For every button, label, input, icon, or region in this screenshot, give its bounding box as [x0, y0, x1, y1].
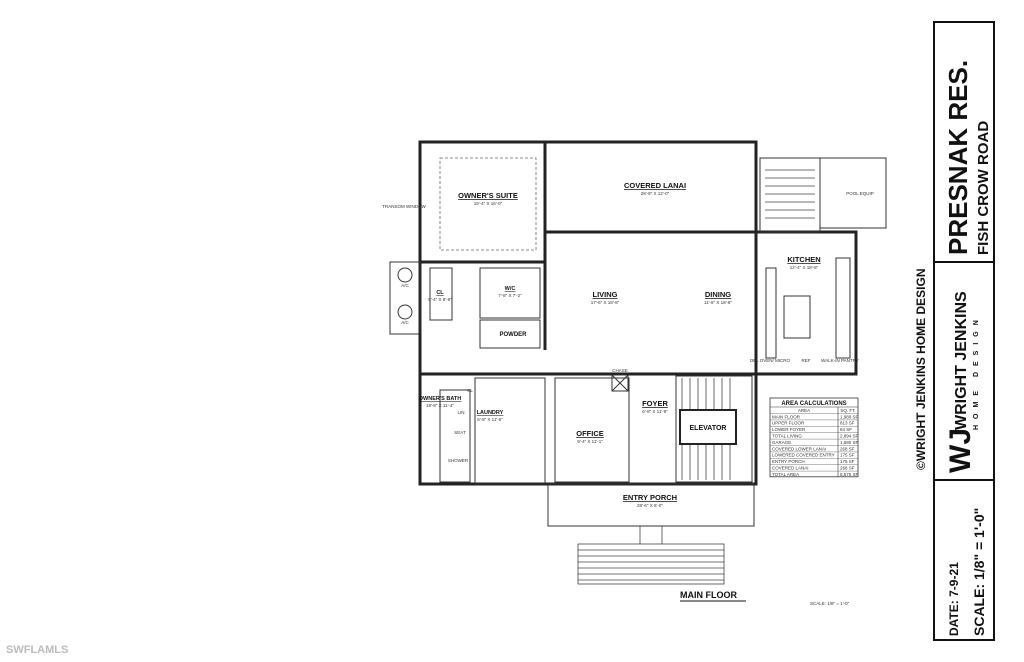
elevator — [679, 409, 737, 445]
seat-label: SEAT — [454, 430, 466, 435]
pool-equipment — [819, 157, 887, 229]
rear-stair-treads — [765, 169, 815, 219]
firm-name: WRIGHT JENKINS — [953, 291, 970, 430]
room-name: COVERED LANAI — [624, 181, 686, 190]
transom-label: TRANSOM WINDOW — [382, 204, 426, 209]
elevator-label: ELEVATOR — [690, 425, 727, 432]
area-table-header: SQ. FT. — [840, 408, 855, 413]
project-address: FISH CROW ROAD — [975, 121, 992, 255]
powder-label: POWDER — [500, 332, 528, 338]
chase-label: CHASE — [612, 368, 628, 373]
area-row-value: 5,575 SF — [840, 472, 859, 477]
room-name: OWNER'S SUITE — [458, 191, 518, 200]
drawing-title: MAIN FLOOR — [680, 590, 737, 600]
area-row-label: COVERED LANAI — [772, 466, 809, 471]
room-name: CL — [436, 290, 444, 296]
room-name: DINING — [705, 290, 731, 299]
area-row-label: LOWER FOYER — [772, 427, 806, 432]
area-row-value: 2,894 SF — [840, 434, 859, 439]
closet-label: CL — [467, 388, 473, 393]
project-name: PRESNAK RES. — [943, 60, 973, 255]
room-name: OFFICE — [576, 429, 604, 438]
firm-subtitle: HOME DESIGN — [973, 314, 980, 430]
watermark: SWFLAMLS — [6, 644, 69, 656]
ac-label: A/C — [401, 320, 409, 325]
area-row-value: 813 SF — [840, 421, 855, 426]
front-steps — [577, 526, 725, 585]
room-label: CL5'-4" X 8'-8" — [428, 290, 452, 302]
ref-label: REF — [802, 358, 811, 363]
room-dimensions: 6'-8" X 11'-6" — [477, 417, 503, 422]
pool-equip-label: POOL EQUIP — [846, 191, 874, 196]
room-dimensions: 9'-4" X 11'-1" — [577, 439, 603, 444]
room-name: FOYER — [642, 399, 668, 408]
area-row-value: 175 SF — [840, 459, 855, 464]
room-name: W/C — [505, 286, 516, 292]
room-name: LIVING — [592, 290, 617, 299]
oven-label: DBL OVEN/ MICRO — [750, 358, 791, 363]
ac-label: A/C — [401, 283, 409, 288]
room-name: KITCHEN — [787, 255, 820, 264]
entry-porch-outline — [547, 483, 755, 527]
room-dimensions: 12'-4" X 18'-8" — [790, 265, 819, 270]
room-dimensions: 11'-6" X 18'-8" — [704, 300, 732, 305]
area-row-value: 268 SF — [840, 466, 855, 471]
room-dimensions: 17'-6" X 18'-8" — [591, 300, 620, 305]
area-row-value: 1,580 SF — [840, 440, 859, 445]
pantry-label: WALK-IN PANTRY — [821, 358, 859, 363]
area-row-label: GARAGE — [772, 440, 791, 445]
scale: SCALE: 1/8" = 1'-0" — [971, 508, 987, 636]
area-row-label: COVERED LOWER LANAI — [772, 446, 826, 451]
copyright-text: ©WRIGHT JENKINS HOME DESIGN — [914, 268, 928, 470]
area-row-value: 84 SF — [840, 427, 852, 432]
room-name: OWNER'S BATH — [419, 396, 461, 402]
area-row-label: MAIN FLOOR — [772, 414, 801, 419]
date: DATE: 7-9-21 — [947, 562, 961, 636]
area-table-header: AREA — [798, 408, 810, 413]
shower-label: SHOWER — [448, 458, 469, 463]
area-row-label: ENTRY PORCH — [772, 459, 805, 464]
linen-label: LIN — [457, 410, 464, 415]
rear-stairs — [759, 157, 821, 233]
area-row-label: UPPER FLOOR — [772, 421, 805, 426]
area-row-label: TOTAL AREA — [772, 472, 799, 477]
room-dimensions: 5'-4" X 8'-8" — [428, 297, 452, 302]
firm-logo-mark: WJ — [944, 428, 977, 473]
room-dimensions: 15'-4" X 16'-0" — [474, 201, 503, 206]
area-row-value: 268 SF — [840, 446, 855, 451]
room-dimensions: 28'-8" X 12'-0" — [641, 191, 670, 196]
room-dimensions: 7'-8" X 7'-2" — [498, 293, 522, 298]
area-row-value: 175 SF — [840, 453, 855, 458]
area-table-title: AREA CALCULATIONS — [781, 401, 846, 407]
room-name: ENTRY PORCH — [623, 493, 677, 502]
title-block: ©WRIGHT JENKINS HOME DESIGN PRESNAK RES.… — [914, 21, 995, 641]
room-dimensions: 6'-8" X 11'-9" — [642, 409, 668, 414]
area-row-label: LOWERED COVERED ENTRY — [772, 453, 835, 458]
room-dimensions: 18'-8" X 11'-4" — [426, 403, 454, 408]
drawing-scale: SCALE: 1/8" = 1'-0" — [810, 601, 850, 606]
room-dimensions: 28'-6" X 6'-0" — [637, 503, 663, 508]
ac-units — [389, 261, 421, 335]
area-row-value: 1,980 SF — [840, 414, 859, 419]
room-name: LAUNDRY — [477, 410, 504, 416]
area-row-label: TOTAL LIVING — [772, 434, 802, 439]
room-label: W/C7'-8" X 7'-2" — [498, 286, 522, 298]
